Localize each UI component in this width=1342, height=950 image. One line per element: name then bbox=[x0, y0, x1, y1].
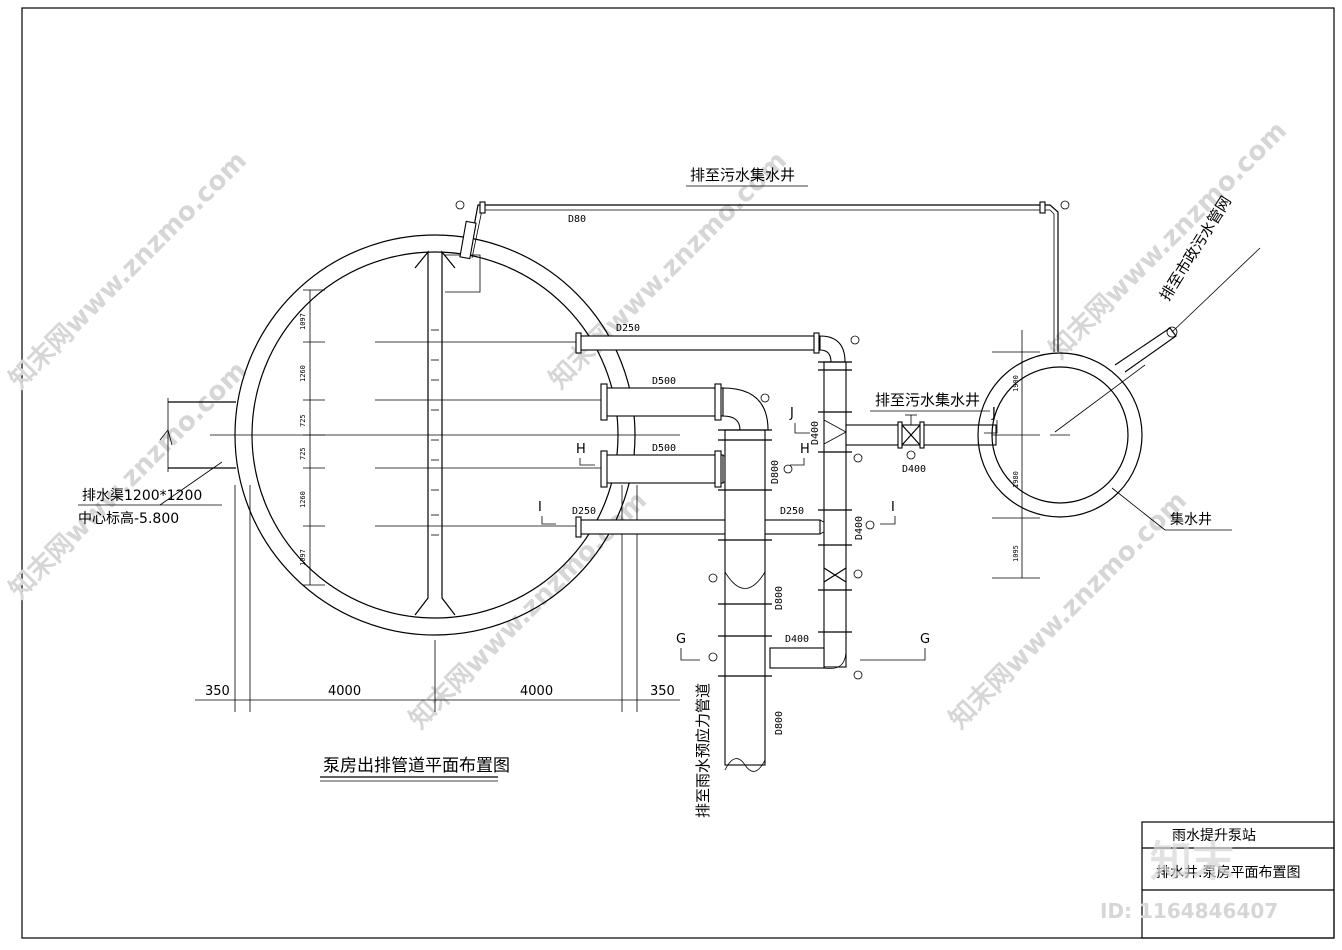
dim-text: 1980 bbox=[1012, 471, 1020, 488]
section-mark: G bbox=[920, 632, 930, 647]
watermark-text: 知末网www.znzmo.com bbox=[1044, 116, 1293, 365]
d500-top-pipe: D500 bbox=[600, 376, 770, 431]
d400-collector-pipe: D400 D400 D400 bbox=[769, 361, 875, 680]
pump-house: 1097 1260 725 725 1260 1097 bbox=[210, 234, 680, 636]
pipe-size-label: D400 bbox=[854, 516, 865, 540]
watermark-text: 知末网www.znzmo.com bbox=[944, 486, 1193, 735]
title-block-project: 雨水提升泵站 bbox=[1172, 828, 1256, 844]
drain-channel-label: 排水渠1200*1200 bbox=[82, 488, 202, 504]
dim-text: 1900 bbox=[1012, 375, 1020, 392]
section-markers: J J H H I I G G bbox=[538, 406, 998, 661]
d400-outflow-pipe: D400 排至污水集水井 bbox=[845, 391, 997, 475]
inlet-box bbox=[445, 254, 481, 293]
divider-wall-left bbox=[414, 250, 429, 616]
pipe-size-label: D400 bbox=[902, 464, 926, 475]
pipe-size-label: D250 bbox=[780, 506, 804, 517]
bottom-dimension: 350 4000 4000 350 bbox=[195, 485, 680, 712]
to-sewage-well-label: 排至污水集水井 bbox=[690, 166, 795, 184]
dim-text: 725 bbox=[299, 414, 307, 427]
divider-wall-right bbox=[441, 250, 456, 616]
watermark-layer: 知末网www.znzmo.com 知末网www.znzmo.com 知末网www… bbox=[4, 116, 1293, 735]
pipe-size-label: D250 bbox=[572, 506, 596, 517]
pipe-size-label: D500 bbox=[652, 443, 676, 454]
section-mark: H bbox=[800, 442, 810, 457]
title-block-drawing: 排水井.泵房平面布置图 bbox=[1156, 865, 1300, 881]
d500-mid-pipe: D500 bbox=[600, 443, 741, 488]
section-mark: J bbox=[789, 406, 794, 421]
to-storm-pipe-label: 排至雨水预应力管道 bbox=[694, 683, 712, 818]
dim-text: 1097 bbox=[299, 313, 307, 330]
valve-icon bbox=[901, 424, 921, 446]
watermark-logo: 知末 bbox=[1150, 837, 1234, 886]
plan-title: 泵房出排管道平面布置图 bbox=[323, 756, 510, 776]
watermark-text: 知末网www.znzmo.com bbox=[4, 356, 253, 605]
dim-text: 1260 bbox=[299, 365, 307, 382]
section-mark: G bbox=[676, 632, 686, 647]
leader-line bbox=[159, 461, 223, 506]
section-mark: I bbox=[538, 500, 542, 515]
dim-text: 4000 bbox=[328, 684, 361, 699]
dim-text: 1097 bbox=[299, 549, 307, 566]
pipe-size-label: D800 bbox=[770, 460, 781, 484]
section-mark: H bbox=[576, 442, 586, 457]
center-elevation-label: 中心标高-5.800 bbox=[78, 510, 179, 527]
pipe-size-label: D250 bbox=[616, 323, 640, 334]
d80-pipe: D80 排至污水集水井 bbox=[455, 166, 1070, 352]
pipe-size-label: D500 bbox=[652, 376, 676, 387]
sheet-border bbox=[21, 7, 1335, 939]
collection-well-label: 集水井 bbox=[1170, 511, 1212, 528]
pipe-size-label: D800 bbox=[774, 711, 785, 735]
pipe-size-label: D80 bbox=[568, 214, 586, 225]
collection-well: 排至市政污水管网 集水井 1900 1980 1095 bbox=[977, 193, 1261, 579]
pipe-size-label: D800 bbox=[774, 586, 785, 610]
watermark-text: 知末网www.znzmo.com bbox=[4, 146, 253, 395]
to-sewage-well-label: 排至污水集水井 bbox=[875, 391, 980, 409]
dim-text: 350 bbox=[650, 684, 675, 699]
dim-text: 1260 bbox=[299, 491, 307, 508]
dim-text: 1095 bbox=[1012, 545, 1020, 562]
valve-icon bbox=[823, 567, 847, 583]
dim-text: 350 bbox=[205, 684, 230, 699]
drain-channel: 排水渠1200*1200 中心标高-5.800 bbox=[78, 398, 236, 527]
d250-top-pipe: D250 bbox=[575, 323, 860, 363]
title-block: 雨水提升泵站 排水井.泵房平面布置图 知末 ID: 1164846407 bbox=[1100, 821, 1335, 939]
dim-text: 725 bbox=[299, 447, 307, 460]
collection-well-outer bbox=[977, 352, 1143, 518]
d800-main-pipe: D800 D800 D800 排至雨水预应力管道 bbox=[694, 429, 793, 818]
pipe-size-label: D400 bbox=[810, 421, 821, 445]
pipe-size-label: D400 bbox=[785, 634, 809, 645]
section-mark: I bbox=[891, 500, 895, 515]
watermark-id: ID: 1164846407 bbox=[1100, 899, 1278, 923]
dim-text: 4000 bbox=[520, 684, 553, 699]
section-mark: J bbox=[991, 406, 996, 421]
